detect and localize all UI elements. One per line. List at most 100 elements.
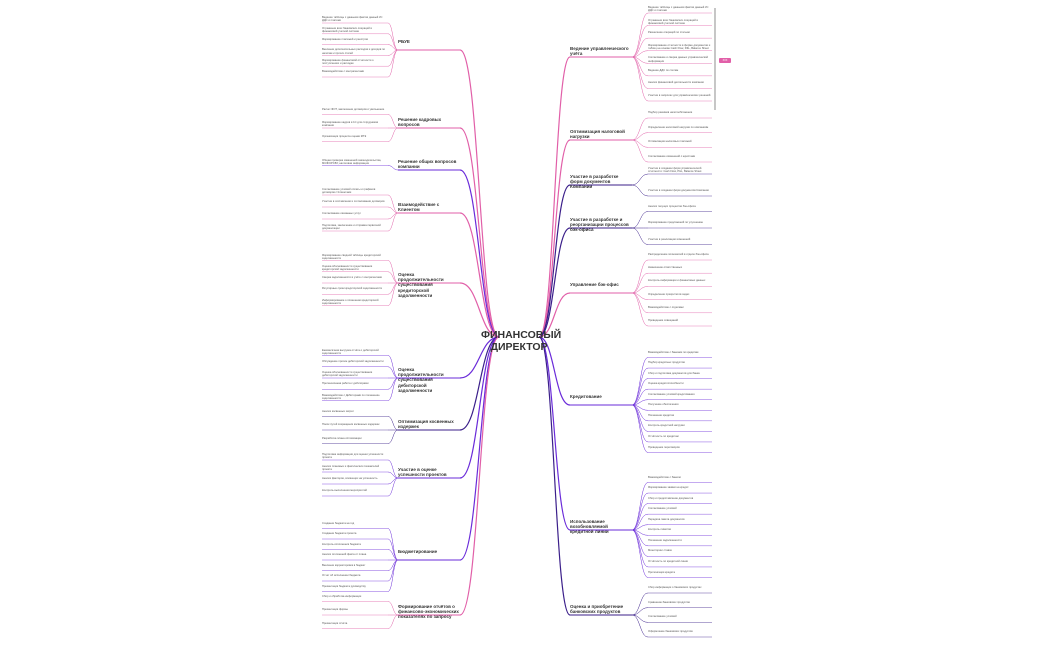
branch-left-4-leaf-0[interactable]: Формирование сводной таблицы кредиторско… <box>322 253 381 260</box>
branch-right-0-leaf-2[interactable]: Разнесение операций по статьям <box>648 31 690 35</box>
branch-left-4-leaf-3[interactable]: Регулярные сроки кредиторской задолженно… <box>322 287 383 291</box>
branch-left-8-leaf-6[interactable]: Презентация бюджета руководству <box>322 584 366 588</box>
branch-left-0-leaf-4[interactable]: Формирование финансовой отчетности о пос… <box>322 59 374 66</box>
branch-right-0-leaf-3[interactable]: Формирование отчетности в форме документ… <box>648 43 711 50</box>
branch-right-4-leaf-0[interactable]: Распределение полномочий в отделе бэк-оф… <box>648 253 709 256</box>
branch-left-5-leaf-4[interactable]: Взаимодействие с Дебиторами по погашению… <box>322 393 380 400</box>
branch-right-1-leaf-3[interactable]: Согласование изменений с юристами <box>648 155 696 158</box>
branch-left-0-leaf-1[interactable]: Отражение всех банковских операций в фин… <box>322 26 372 34</box>
branch-left-8-leaf-3[interactable]: Анализ отклонений факта от плана <box>322 553 367 556</box>
branch-right-4-leaf-5[interactable]: Проведение совещаний <box>648 319 678 322</box>
branch-left-9-leaf-0[interactable]: Сбор и обработка информации <box>322 594 362 598</box>
branch-left-0-leaf-2[interactable]: Формирование платежей и реестров <box>322 37 368 41</box>
branch-right-4-leaf-1[interactable]: Назначение ответственных <box>648 266 683 270</box>
branch-left-7-leaf-3[interactable]: Контроль выполнения мероприятий <box>322 489 367 492</box>
branch-left-7-leaf-1[interactable]: Анализ плановых и фактических показателе… <box>322 465 380 472</box>
branch-left-9-leaf-1[interactable]: Презентация формы <box>322 608 348 611</box>
branch-left-2[interactable]: Решение общих вопросов компании <box>398 159 457 170</box>
branch-left-9-leaf-2[interactable]: Презентация отчёта <box>322 621 348 625</box>
branch-left-4[interactable]: Оценка продолжительности существования к… <box>398 272 444 298</box>
branch-right-0-leaf-7[interactable]: Участие в запросах для управленческих ре… <box>648 94 711 97</box>
branch-right-3-leaf-1[interactable]: Формирование предложений по улучшению <box>648 221 703 224</box>
central-topic[interactable]: ФИНАНСОВЫЙ ДИРЕКТОР <box>481 329 561 353</box>
branch-right-6-leaf-8[interactable]: Отчётность по кредитной линии <box>648 559 689 563</box>
branch-right-6-leaf-3[interactable]: Согласование условий <box>648 507 677 511</box>
branch-left-4-leaf-4[interactable]: Информирование о погашении кредиторской … <box>322 298 379 305</box>
branch-right-5-leaf-7[interactable]: Контроль кредитной нагрузки <box>648 424 685 428</box>
branch-left-5[interactable]: Оценка продолжительности существования д… <box>398 367 444 393</box>
branch-right-2-leaf-1[interactable]: Участие в создании форм документов Компа… <box>648 189 709 192</box>
branch-left-0-leaf-5[interactable]: Взаимодействие с контрагентами <box>322 70 365 73</box>
branch-left-5-leaf-3[interactable]: Претензионная работа с дебиторами <box>322 382 369 386</box>
branch-left-0-leaf-3[interactable]: Внесение дополнительных расходов и доход… <box>322 48 385 55</box>
branch-right-6-leaf-4[interactable]: Передача пакета документов <box>648 517 685 521</box>
branch-right-1[interactable]: Оптимизация налоговой нагрузки <box>570 129 625 140</box>
branch-right-5-leaf-6[interactable]: Погашение кредитов <box>648 413 675 417</box>
topic-marker-badge[interactable]: XXX <box>719 58 731 63</box>
branch-left-6[interactable]: Оптимизация косвенных издержек <box>398 419 454 430</box>
branch-left-2-leaf-0[interactable]: Общая проверка изменений законодательств… <box>322 158 382 165</box>
branch-left-8[interactable]: Бюджетирование <box>398 549 438 554</box>
branch-right-2-leaf-0[interactable]: Участие в создании форм управленческой о… <box>648 167 702 174</box>
branch-right-7[interactable]: Оценка и приобретение банковских продукт… <box>570 604 624 615</box>
branch-right-4-leaf-2[interactable]: Контроль информации и финансовых данных <box>648 279 706 283</box>
branch-right-5-leaf-9[interactable]: Проведение переговоров <box>648 445 680 449</box>
branch-right-5-leaf-5[interactable]: Получение обеспечения <box>648 403 679 407</box>
branch-left-3-leaf-0[interactable]: Согласование условий оплаты и графиков д… <box>322 188 376 195</box>
branch-right-0[interactable]: Ведение управленческого учёта <box>570 46 629 57</box>
branch-right-6-leaf-2[interactable]: Сбор и предоставление документов <box>648 496 694 500</box>
branch-right-6-leaf-6[interactable]: Погашение задолженности <box>648 538 682 542</box>
branch-right-5-leaf-0[interactable]: Взаимодействие с банками по кредитам <box>648 350 699 354</box>
branch-left-1-leaf-2[interactable]: Организация процесса оценки КПЭ <box>322 134 367 138</box>
branch-left-0-leaf-0[interactable]: Ведение таблицы с данными фактов данный … <box>322 16 383 23</box>
branch-left-7[interactable]: Участие в оценке успешности проектов <box>398 467 447 478</box>
branch-left-1-leaf-0[interactable]: Расчет ФОТ, заключение договоров и уволь… <box>322 107 385 111</box>
branch-right-1-leaf-1[interactable]: Определение налоговой нагрузки по компан… <box>648 125 709 129</box>
branch-right-5-leaf-4[interactable]: Согласование условий кредитования <box>648 392 695 396</box>
branch-left-0[interactable]: РБУЕ <box>398 39 410 44</box>
branch-right-5-leaf-8[interactable]: Отчётность по кредитам <box>648 434 679 438</box>
branch-right-1-leaf-0[interactable]: Подбор режимов налогообложения <box>648 111 693 114</box>
branch-left-8-leaf-1[interactable]: Создание бюджета проекта <box>322 532 357 535</box>
branch-left-1[interactable]: Решение кадровых вопросов <box>398 117 442 128</box>
branch-left-8-leaf-4[interactable]: Внесение корректировок в бюджет <box>322 563 366 567</box>
branch-right-0-leaf-6[interactable]: Анализ финансовой деятельности компании <box>648 81 704 85</box>
branch-right-4-leaf-4[interactable]: Взаимодействие с отделами <box>648 305 684 309</box>
branch-right-6-leaf-5[interactable]: Контроль лимитов <box>648 528 671 532</box>
branch-right-6-leaf-1[interactable]: Формирование заявки на кредит <box>648 486 689 490</box>
branch-left-6-leaf-1[interactable]: Поиск путей сокращения косвенных издерже… <box>322 423 380 426</box>
branch-left-3-leaf-3[interactable]: Подготовка, заключение и отправка первич… <box>322 224 381 231</box>
branch-left-6-leaf-2[interactable]: Разработка плана оптимизации <box>322 436 362 440</box>
branch-right-7-leaf-1[interactable]: Сравнение банковских продуктов <box>648 600 690 604</box>
branch-right-5-leaf-1[interactable]: Подбор кредитных продуктов <box>648 361 685 365</box>
branch-right-1-leaf-2[interactable]: Оптимизация налоговых платежей <box>648 140 692 144</box>
branch-left-7-leaf-2[interactable]: Анализ факторов, влияющих на успешность <box>322 477 378 480</box>
branch-right-6-leaf-7[interactable]: Мониторинг ставок <box>648 549 672 553</box>
branch-left-5-leaf-2[interactable]: Оценка обоснованности существования деби… <box>322 371 373 378</box>
branch-left-3-leaf-1[interactable]: Участие в составлении и согласовании дог… <box>322 200 385 203</box>
branch-right-4[interactable]: Управление бэк-офис <box>570 282 619 287</box>
branch-right-5-leaf-2[interactable]: Сбор и подготовка документов для банка <box>648 371 700 375</box>
branch-left-9[interactable]: Формирование отчётов о финансово-экономи… <box>398 604 459 620</box>
branch-right-3-leaf-0[interactable]: Анализ текущих процессов бэк-офиса <box>648 204 696 208</box>
branch-left-4-leaf-1[interactable]: Оценка обоснованности существования кред… <box>322 264 373 272</box>
branch-left-1-leaf-1[interactable]: Формирование кадров в 1С для сотрудников… <box>322 121 379 128</box>
branch-right-0-leaf-4[interactable]: Согласование и сверка данных управленчес… <box>648 56 709 63</box>
branch-right-7-leaf-0[interactable]: Сбор информации о банковских продуктах <box>648 586 702 589</box>
branch-right-0-leaf-0[interactable]: Ведение таблицы с данными фактов данный … <box>648 6 709 13</box>
branch-right-6-leaf-9[interactable]: Пролонгация кредита <box>648 570 675 574</box>
branch-left-5-leaf-1[interactable]: Обсуждение причин дебиторской задолженно… <box>322 359 384 363</box>
branch-right-0-leaf-1[interactable]: Отражение всех банковских операций в фин… <box>648 18 698 25</box>
branch-left-5-leaf-0[interactable]: Ежемесячная выгрузка отчёта о дебиторско… <box>322 348 379 355</box>
branch-left-7-leaf-0[interactable]: Подготовка информации для оценки успешно… <box>322 453 384 460</box>
branch-left-8-leaf-0[interactable]: Создание бюджета на год <box>322 521 355 525</box>
branch-right-4-leaf-3[interactable]: Определение приоритетов задач <box>648 292 690 296</box>
branch-right-7-leaf-3[interactable]: Оформление банковских продуктов <box>648 630 693 633</box>
branch-left-8-leaf-5[interactable]: Отчет об исполнении бюджета <box>322 574 361 577</box>
branch-left-3[interactable]: Взаимодействие с Клиентом <box>398 202 440 213</box>
branch-right-2[interactable]: Участие в разработке форм документов Ком… <box>570 174 619 190</box>
branch-left-6-leaf-0[interactable]: Анализ косвенных затрат <box>322 409 354 413</box>
branch-right-5[interactable]: Кредитование <box>570 394 602 399</box>
branch-left-8-leaf-2[interactable]: Контроль исполнения бюджета <box>322 542 361 546</box>
